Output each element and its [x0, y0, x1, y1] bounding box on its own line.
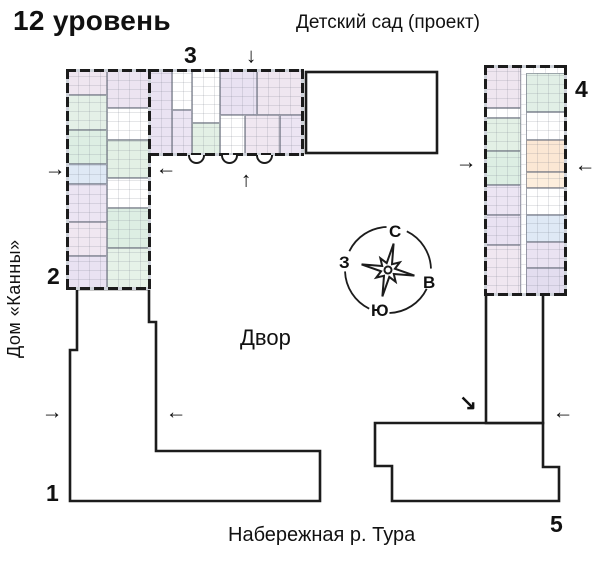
outer-wall-bottom	[66, 287, 151, 290]
apartment-unit	[107, 108, 150, 140]
apartment-unit	[220, 115, 245, 155]
compass-east-label: В	[423, 273, 436, 292]
apartment-unit	[526, 73, 566, 112]
apartment-unit	[485, 151, 521, 185]
direction-arrow: →	[44, 157, 66, 181]
outer-wall-left	[484, 65, 487, 296]
apartment-unit	[107, 140, 150, 178]
apartment-unit	[67, 70, 107, 95]
outer-wall-bottom	[149, 153, 304, 156]
building-4-number: 4	[575, 76, 588, 102]
page-title: 12 уровень	[13, 5, 171, 36]
building-5-outline	[373, 421, 561, 503]
apartment-unit	[67, 130, 107, 164]
apartment-unit	[526, 188, 566, 215]
direction-arrow: ←	[552, 400, 574, 424]
apartment-unit	[107, 208, 150, 248]
building-2-number: 2	[47, 263, 60, 289]
compass-west-label: З	[339, 253, 350, 272]
outer-wall-top	[66, 69, 151, 72]
apartment-unit	[526, 140, 566, 172]
outer-wall-top	[149, 69, 304, 72]
outer-wall-bottom	[484, 293, 567, 296]
compass-south-label: Ю	[371, 301, 389, 320]
apartment-unit	[150, 70, 172, 155]
apartment-unit	[67, 95, 107, 130]
outer-wall-right	[301, 69, 304, 156]
building-3-number: 3	[184, 42, 197, 68]
apartment-unit	[67, 222, 107, 256]
building-1-outline	[68, 287, 322, 503]
apartment-unit	[107, 248, 150, 289]
apartment-unit	[67, 184, 107, 222]
apartment-unit	[67, 164, 107, 184]
building-4-lower-outline	[484, 291, 545, 425]
building-4-tower	[484, 65, 567, 296]
apartment-unit	[107, 178, 150, 208]
apartment-unit	[485, 215, 521, 245]
outer-wall-top	[484, 65, 567, 68]
direction-arrow: ↓	[245, 44, 257, 68]
apartment-unit	[526, 215, 566, 242]
house-kanny-label: Дом «Канны»	[4, 239, 24, 358]
direction-arrow: ←	[574, 153, 596, 177]
apartment-unit	[107, 70, 150, 108]
apartment-unit	[526, 242, 566, 268]
yard-label: Двор	[240, 325, 291, 350]
apartment-unit	[220, 70, 257, 115]
apartment-unit	[257, 70, 303, 115]
building-5-number: 5	[550, 511, 563, 537]
apartment-unit	[192, 123, 220, 155]
bay-window	[221, 155, 238, 164]
embankment-label: Набережная р. Тура	[228, 524, 416, 546]
direction-arrow: ↘	[459, 391, 477, 415]
building-3-horizontal	[149, 69, 304, 156]
bay-window	[188, 155, 205, 164]
compass-rose	[344, 226, 432, 314]
direction-arrow: ←	[165, 400, 187, 424]
outer-wall-left	[66, 69, 69, 290]
compass-north-label: С	[389, 222, 402, 241]
apartment-unit	[485, 66, 521, 108]
apartment-unit	[172, 110, 192, 155]
apartment-unit	[192, 70, 220, 123]
bay-window	[256, 155, 273, 164]
kindergarten-label: Детский сад (проект)	[296, 12, 480, 33]
apartment-unit	[526, 172, 566, 188]
apartment-unit	[485, 108, 521, 118]
project-block-outline	[304, 70, 439, 155]
apartment-unit	[526, 112, 566, 140]
outer-wall-right	[564, 65, 567, 296]
direction-arrow: →	[41, 400, 63, 424]
apartment-unit	[172, 70, 192, 110]
apartment-unit	[485, 185, 521, 215]
apartment-unit	[485, 118, 521, 151]
apartment-unit	[245, 115, 280, 155]
direction-arrow: →	[455, 150, 477, 174]
direction-arrow: ←	[155, 156, 177, 180]
direction-arrow: ↑	[240, 168, 252, 192]
building-1-number: 1	[46, 480, 59, 506]
apartment-unit	[280, 115, 303, 155]
building-2-vertical	[66, 69, 151, 290]
outer-wall-right	[148, 69, 151, 290]
apartment-unit	[526, 268, 566, 295]
apartment-unit	[485, 245, 521, 295]
apartment-unit	[67, 256, 107, 289]
